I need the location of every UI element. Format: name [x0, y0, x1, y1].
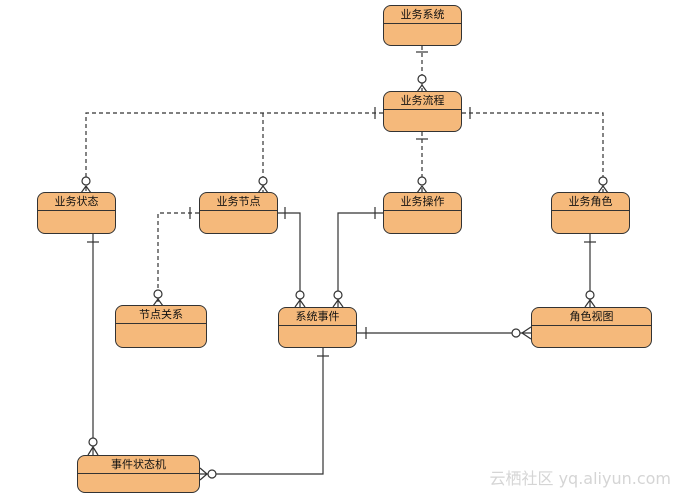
- connector-node-relation: [157, 212, 199, 305]
- connector-process-role: [462, 112, 604, 192]
- entity-business-status[interactable]: 业务状态: [37, 192, 116, 234]
- entity-role-view[interactable]: 角色视图: [531, 307, 652, 348]
- entity-title: 系统事件: [279, 308, 356, 326]
- entity-title: 业务角色: [552, 193, 629, 211]
- connector-process-status-node: [85, 112, 383, 192]
- entity-title: 业务状态: [38, 193, 115, 211]
- entity-title: 业务节点: [200, 193, 277, 211]
- entity-business-role[interactable]: 业务角色: [551, 192, 630, 234]
- entity-system-event[interactable]: 系统事件: [278, 307, 357, 348]
- entity-title: 角色视图: [532, 308, 651, 326]
- connector-event-machine: [200, 348, 324, 475]
- entity-business-node[interactable]: 业务节点: [199, 192, 278, 234]
- entity-business-system[interactable]: 业务系统: [383, 5, 462, 46]
- entity-title: 事件状态机: [78, 456, 199, 474]
- entity-title: 业务系统: [384, 6, 461, 24]
- entity-title: 业务流程: [384, 92, 461, 110]
- entity-event-state-machine[interactable]: 事件状态机: [77, 455, 200, 493]
- entity-node-relation[interactable]: 节点关系: [115, 305, 207, 348]
- entity-business-operation[interactable]: 业务操作: [383, 192, 462, 234]
- entity-business-process[interactable]: 业务流程: [383, 91, 462, 132]
- watermark: 云栖社区 yq.aliyun.com: [489, 469, 671, 488]
- connector-operation-event: [337, 212, 383, 307]
- entity-title: 业务操作: [384, 193, 461, 211]
- entity-title: 节点关系: [116, 306, 206, 324]
